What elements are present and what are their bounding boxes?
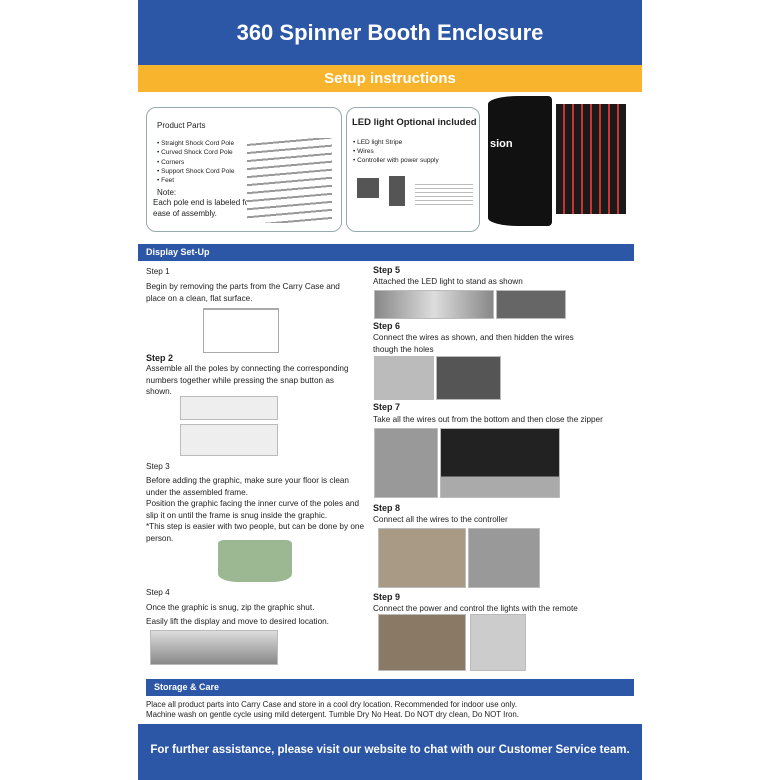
footer-text: For further assistance, please visit our… [138,724,642,780]
led-strip-image [415,183,473,208]
step-8-image-b [468,528,540,588]
step-4-image [150,630,278,665]
step-8-title: Step 8 [373,503,401,513]
step-6-text: Connect the wires as shown, and then hid… [373,333,574,354]
power-supply-image [357,178,379,198]
list-item: Curved Shock Cord Pole [157,148,234,157]
step-9-image-a [378,614,466,671]
step-7-title: Step 7 [373,402,401,412]
parts-title: Product Parts [157,121,206,130]
step-3-text-2: Position the graphic facing the inner cu… [146,499,360,520]
step-2-image-b [180,424,278,456]
step-1-text: Begin by removing the parts from the Car… [146,282,340,303]
step-5-text: Attached the LED light to stand as shown [373,277,523,286]
step-2-image-a [180,396,278,420]
step-4-text: Once the graphic is snug, zip the graphi… [146,603,315,612]
display-setup-header: Display Set-Up [138,244,634,261]
step-3-text-3: *This step is easier with two people, bu… [146,522,365,543]
step-6-image-a [374,356,434,400]
step-5-image-a [374,290,494,319]
logo-text: sion [490,138,513,150]
step-6-image-b [436,356,501,400]
list-item: Support Shock Cord Pole [157,167,234,176]
step-7-image-a [374,428,438,498]
storage-care-header: Storage & Care [146,679,634,696]
step-3-image [218,540,292,582]
product-parts-box: Product Parts Straight Shock Cord Pole C… [146,107,342,232]
subtitle-banner: Setup instructions [138,65,642,92]
list-item: Corners [157,158,234,167]
step-6-title: Step 6 [373,321,401,331]
parts-list: Straight Shock Cord Pole Curved Shock Co… [157,139,234,185]
list-item: Straight Shock Cord Pole [157,139,234,148]
step-1-title: Step 1 [146,267,170,276]
step-4-title: Step 4 [146,588,170,597]
step-3-text: Before adding the graphic, make sure you… [146,476,349,497]
step-5-title: Step 5 [373,265,401,275]
led-title: LED light Optional included [352,117,477,128]
list-item: Feet [157,176,234,185]
step-8-text: Connect all the wires to the controller [373,515,508,524]
step-9-text: Connect the power and control the lights… [373,604,578,613]
led-box: LED light Optional included LED light St… [346,107,480,232]
step-8-image-a [378,528,466,588]
note-text: Each pole end is labeled for ease of ass… [153,198,252,218]
controller-image [389,176,405,206]
list-item: Controller with power supply [353,156,439,165]
note-label: Note: [157,188,177,197]
led-list: LED light Stripe Wires Controller with p… [353,138,439,165]
step-3-title: Step 3 [146,462,170,471]
step-2-text: Assemble all the poles by connecting the… [146,364,349,396]
step-2-title: Step 2 [146,353,174,363]
storage-line-2: Machine wash on gentle cycle using mild … [146,710,519,719]
page-title: 360 Spinner Booth Enclosure [138,0,642,65]
step-5-image-b [496,290,566,319]
storage-line-1: Place all product parts into Carry Case … [146,700,517,709]
step-7-text: Take all the wires out from the bottom a… [373,415,603,424]
step-9-image-b [470,614,526,671]
product-photo: sion [486,94,636,236]
step-9-title: Step 9 [373,592,401,602]
step-1-image [203,308,279,353]
list-item: Wires [353,147,439,156]
step-4-text-2: Easily lift the display and move to desi… [146,617,329,626]
parts-image [247,138,332,223]
list-item: LED light Stripe [353,138,439,147]
step-7-image-b [440,428,560,498]
